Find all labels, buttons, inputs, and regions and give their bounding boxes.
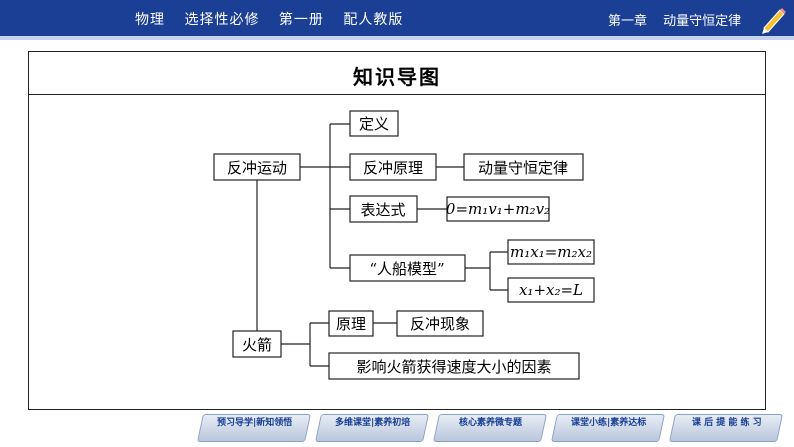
node-label: 反冲运动 xyxy=(227,159,287,177)
node-definition: 定义 xyxy=(349,110,399,137)
nav-button-quiz[interactable]: 课堂小练|素养达标 xyxy=(551,414,665,442)
formula-label: 0=m₁v₁+m₂v₂ xyxy=(446,200,550,218)
node-momentum-conservation: 动量守恒定律 xyxy=(463,153,584,181)
node-speed-factors: 影响火箭获得速度大小的因素 xyxy=(328,352,580,380)
node-expression: 表达式 xyxy=(349,195,418,223)
node-label: 动量守恒定律 xyxy=(478,159,568,177)
header-underline xyxy=(0,36,794,40)
node-formula-displacement-sum: x₁+x₂=L xyxy=(507,277,595,303)
nav-button-homework[interactable]: 课 后 提 能 练 习 xyxy=(669,414,783,442)
nav-button-classroom[interactable]: 多维课堂|素养初培 xyxy=(315,414,429,442)
chapter-title: 动量守恒定律 xyxy=(663,14,742,29)
node-label: “人船模型” xyxy=(369,260,444,278)
node-recoil-motion: 反冲运动 xyxy=(213,153,301,181)
node-label: 影响火箭获得速度大小的因素 xyxy=(356,358,551,376)
course-info: 物理 选择性必修 第一册 配人教版 xyxy=(135,9,417,29)
chapter-label: 第一章 xyxy=(608,14,648,29)
formula-label: m₁x₁=m₂x₂ xyxy=(510,243,592,261)
node-label: 火箭 xyxy=(242,336,272,354)
node-label: 表达式 xyxy=(360,201,405,219)
page-title: 知识导图 xyxy=(353,65,441,89)
node-principle: 原理 xyxy=(328,310,374,337)
header-bar: 物理 选择性必修 第一册 配人教版 第一章 动量守恒定律 xyxy=(0,0,794,40)
node-label: 反冲原理 xyxy=(363,159,423,177)
node-label: 原理 xyxy=(336,315,366,333)
nav-button-label: 多维课堂|素养初培 xyxy=(335,418,411,428)
node-label: 反冲现象 xyxy=(410,315,470,333)
nav-button-core-topic[interactable]: 核心素养微专题 xyxy=(433,414,547,442)
frame-title-row: 知识导图 xyxy=(29,52,765,95)
node-formula-displacement-ratio: m₁x₁=m₂x₂ xyxy=(507,239,595,265)
volume-type-label: 选择性必修 xyxy=(184,12,260,28)
nav-button-label: 预习导学|新知领悟 xyxy=(217,418,293,428)
nav-button-label: 核心素养微专题 xyxy=(459,418,523,428)
subject-label: 物理 xyxy=(135,12,165,28)
nav-button-label: 课 后 提 能 练 习 xyxy=(692,418,762,428)
node-recoil-phenomenon: 反冲现象 xyxy=(396,310,484,337)
node-expression-formula: 0=m₁v₁+m₂v₂ xyxy=(446,196,550,222)
nav-button-preview[interactable]: 预习导学|新知领悟 xyxy=(197,414,311,442)
node-rocket: 火箭 xyxy=(232,330,282,358)
chapter-info: 第一章 动量守恒定律 xyxy=(608,10,753,29)
pencil-icon xyxy=(762,8,786,34)
node-man-boat-model: “人船模型” xyxy=(349,254,466,282)
book-label: 第一册 xyxy=(278,12,324,28)
node-label: 定义 xyxy=(359,115,389,133)
node-recoil-principle: 反冲原理 xyxy=(349,153,437,181)
formula-label: x₁+x₂=L xyxy=(519,281,583,299)
knowledge-map-frame: 知识导图 xyxy=(28,51,766,410)
nav-button-label: 课堂小练|素养达标 xyxy=(571,418,647,428)
edition-label: 配人教版 xyxy=(343,12,404,28)
bottom-navigation: 预习导学|新知领悟 多维课堂|素养初培 核心素养微专题 课堂小练|素养达标 课 … xyxy=(0,414,794,442)
